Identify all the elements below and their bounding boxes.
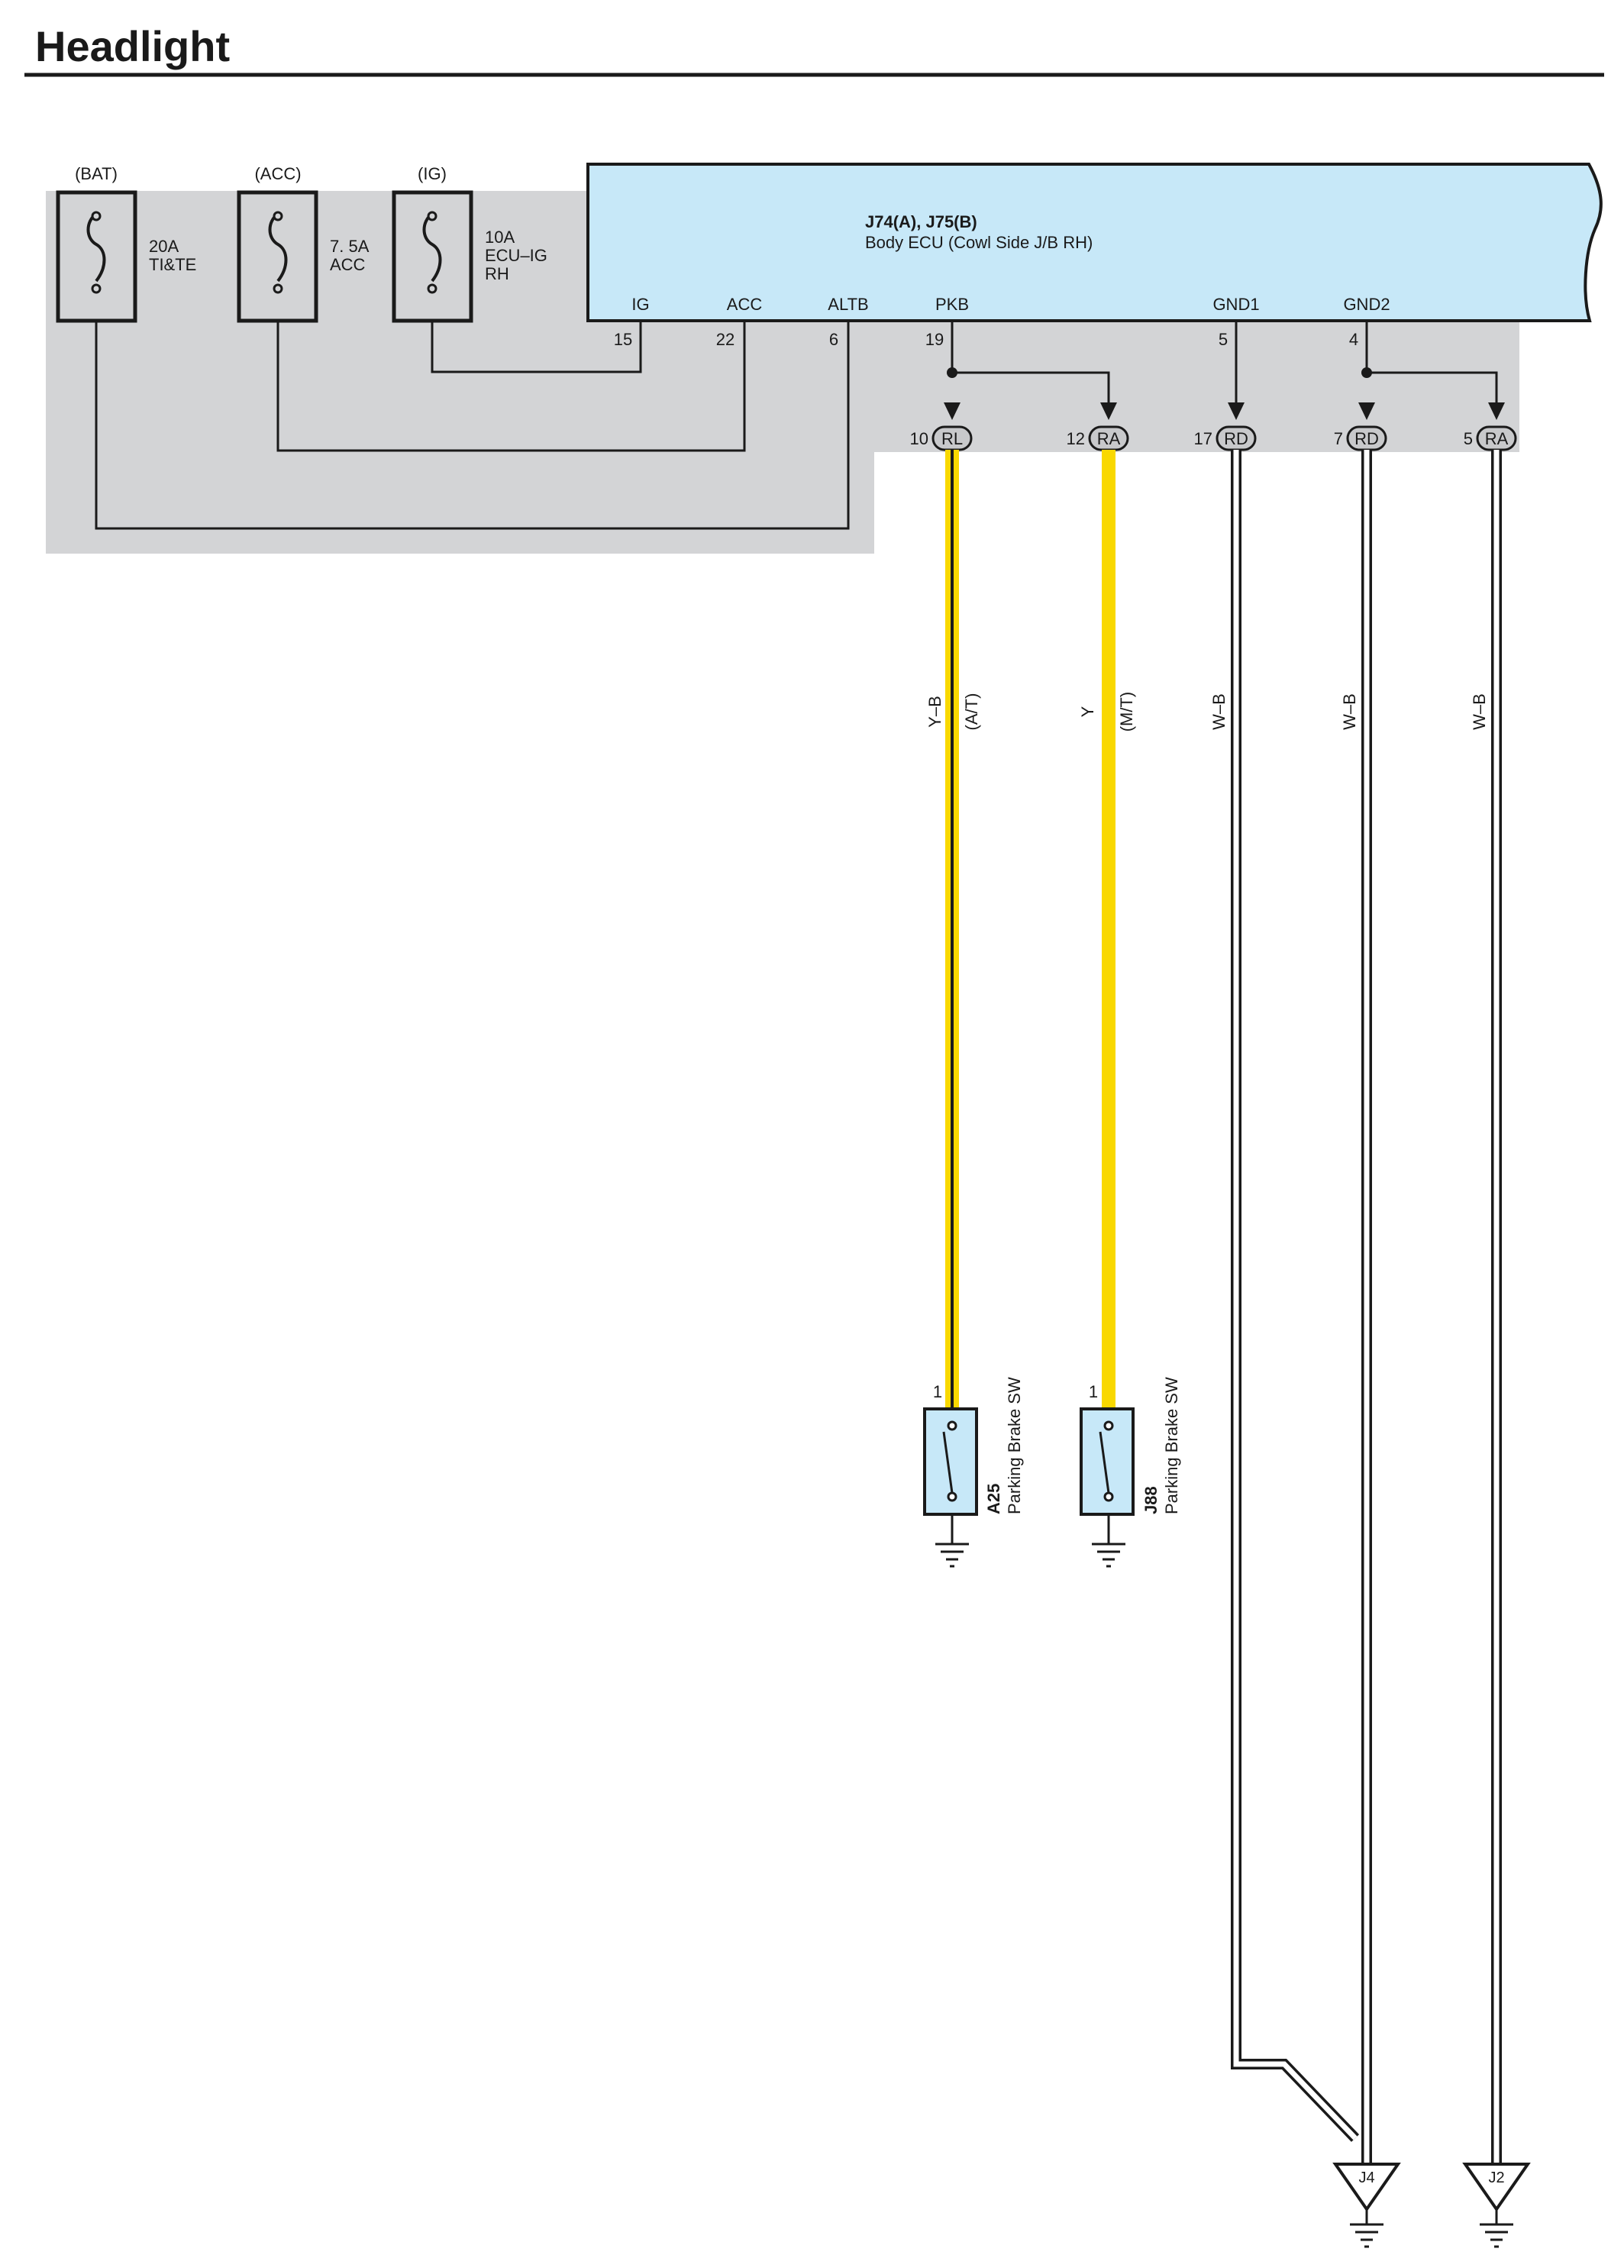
fuse-source-bat: (BAT) xyxy=(75,164,118,183)
ecu-terminal-pkb: PKB xyxy=(935,295,969,314)
connector-pin: 12 xyxy=(1067,429,1085,448)
ecu-pin-acc: 22 xyxy=(716,330,735,349)
ground-triangle-j4 xyxy=(1332,2163,1401,2212)
fuse-symbol-icon xyxy=(422,211,442,294)
fuse-name2-ecu-ig: RH xyxy=(485,264,509,283)
fuse-name-acc: ACC xyxy=(330,255,366,274)
connector-code: RD xyxy=(1224,429,1248,448)
ecu-pin-ig: 15 xyxy=(614,330,632,349)
switch-id: A25 xyxy=(984,1484,1003,1514)
wire-color-label: W–B xyxy=(1209,693,1228,730)
wire-ig xyxy=(431,321,642,373)
wire-pkb-branch xyxy=(951,321,1110,405)
ecu-terminal-gnd2: GND2 xyxy=(1343,295,1390,314)
switch-contact-icon xyxy=(942,1420,957,1544)
fuse-source-acc: (ACC) xyxy=(254,164,301,183)
connector-code: RL xyxy=(941,429,963,448)
switch-id: J88 xyxy=(1141,1486,1161,1514)
ecu-terminal-gnd1: GND1 xyxy=(1212,295,1259,314)
page-title: Headlight xyxy=(35,22,230,70)
ecu-terminal-altb: ALTB xyxy=(828,295,868,314)
ecu-pin-altb: 6 xyxy=(829,330,838,349)
connector-pin: 17 xyxy=(1194,429,1212,448)
fuse-rating-acc: 7. 5A xyxy=(330,237,370,256)
ecu-terminal-acc: ACC xyxy=(727,295,763,314)
ecu-terminal-ig: IG xyxy=(631,295,649,314)
ground-label-j2: J2 xyxy=(1488,2169,1504,2186)
switch-name: Parking Brake SW xyxy=(1005,1377,1024,1514)
splice-dot xyxy=(947,367,957,378)
connector-pin: 10 xyxy=(910,429,928,448)
connector-pin: 7 xyxy=(1334,429,1343,448)
wire-gnd2-branch xyxy=(1365,321,1498,405)
splice-dot xyxy=(1361,367,1372,378)
ground-icon xyxy=(1092,1543,1125,1568)
ecu-connectors: J74(A), J75(B) xyxy=(865,212,977,231)
wire-w-b-1 xyxy=(1231,450,1360,2142)
ground-icon xyxy=(1480,2209,1513,2248)
ground-icon xyxy=(935,1543,969,1568)
fuse-source-ig: (IG) xyxy=(418,164,447,183)
connector-code: RD xyxy=(1354,429,1379,448)
connector-code: RA xyxy=(1485,429,1509,448)
ground-icon xyxy=(1350,2209,1383,2248)
fuse-name-tite: TI&TE xyxy=(149,255,196,274)
body-ecu-box xyxy=(586,163,1603,322)
wire-variant-label: (M/T) xyxy=(1117,692,1136,732)
ecu-pin-gnd2: 4 xyxy=(1349,330,1358,349)
switch-pin: 1 xyxy=(1089,1382,1098,1401)
connector-pin: 5 xyxy=(1464,429,1473,448)
fuse-rating-tite: 20A xyxy=(149,237,179,256)
switch-name: Parking Brake SW xyxy=(1162,1377,1181,1514)
fuse-rating-ecu-ig: 10A xyxy=(485,228,515,247)
wire-color-label: Y xyxy=(1078,706,1097,717)
connector-arrow-icon xyxy=(944,402,1505,420)
fuse-symbol-icon xyxy=(268,211,288,294)
ecu-pin-gnd1: 5 xyxy=(1219,330,1228,349)
ecu-pin-pkb: 19 xyxy=(925,330,944,349)
ground-label-j4: J4 xyxy=(1358,2169,1374,2186)
fuse-symbol-icon xyxy=(86,211,106,294)
wire-variant-label: (A/T) xyxy=(962,693,981,731)
switch-contact-icon xyxy=(1099,1420,1114,1544)
fuse-name-ecu-ig: ECU–IG xyxy=(485,246,547,265)
switch-pin: 1 xyxy=(933,1382,942,1401)
ecu-name: Body ECU (Cowl Side J/B RH) xyxy=(865,233,1093,252)
connector-code: RA xyxy=(1097,429,1121,448)
ground-triangle-j2 xyxy=(1462,2163,1531,2212)
wire-bat xyxy=(95,321,850,530)
wire-color-label: Y–B xyxy=(925,696,944,728)
wire-color-label: W–B xyxy=(1470,693,1489,730)
wire-color-label: W–B xyxy=(1340,693,1359,730)
wire-acc xyxy=(276,321,746,452)
